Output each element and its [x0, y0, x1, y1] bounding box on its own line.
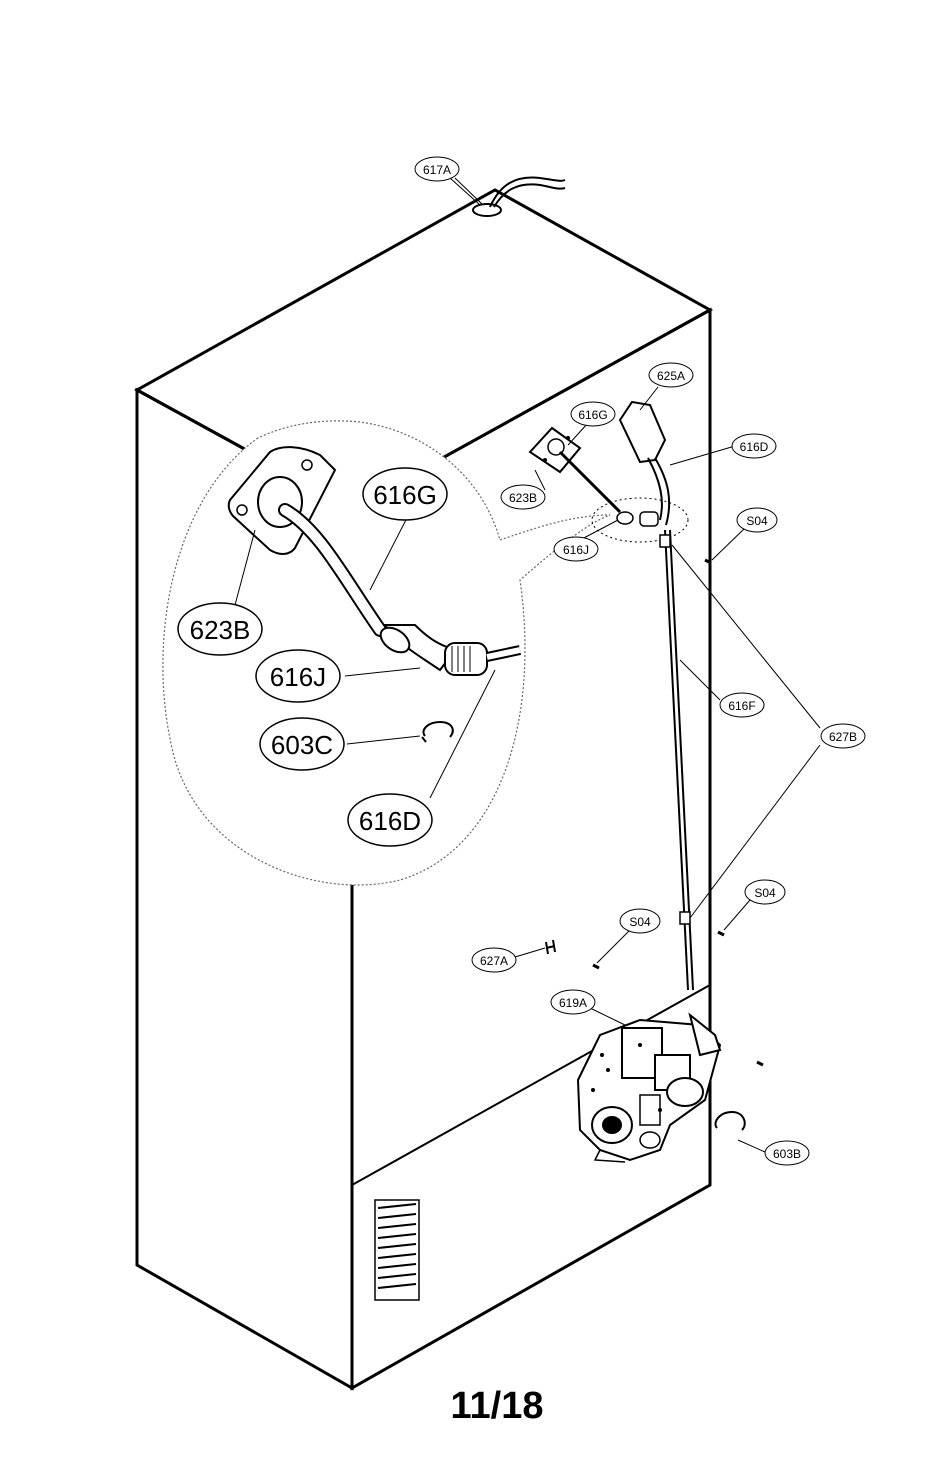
svg-text:603C: 603C: [271, 730, 333, 760]
callout-625A[interactable]: 625A: [648, 362, 694, 388]
svg-text:603B: 603B: [773, 1147, 801, 1161]
svg-text:616G: 616G: [578, 408, 607, 422]
svg-text:616J: 616J: [270, 662, 326, 692]
callout-617A[interactable]: 617A: [414, 156, 460, 182]
callout-616G[interactable]: 616G: [570, 401, 616, 427]
svg-text:623B: 623B: [509, 491, 537, 505]
callout-627B[interactable]: 627B: [820, 723, 866, 749]
callout-S04-right[interactable]: S04: [744, 879, 786, 905]
svg-text:S04: S04: [629, 915, 651, 929]
svg-text:616F: 616F: [728, 699, 755, 713]
callout-616F[interactable]: 616F: [719, 692, 765, 718]
water-valve: [576, 1012, 722, 1163]
svg-text:S04: S04: [746, 514, 768, 528]
compressor-vent: [374, 1199, 420, 1301]
callout-S04-mid[interactable]: S04: [619, 908, 661, 934]
svg-text:619A: 619A: [559, 996, 587, 1010]
callout-619A[interactable]: 619A: [550, 989, 596, 1015]
callout-627A[interactable]: 627A: [471, 947, 517, 973]
callout-623B-large[interactable]: 623B: [177, 602, 263, 656]
detail-zoom-bubble: [162, 420, 611, 886]
callout-S04-top[interactable]: S04: [736, 507, 778, 533]
svg-text:616D: 616D: [359, 806, 421, 836]
callout-616J[interactable]: 616J: [553, 536, 599, 562]
callout-616D-large[interactable]: 616D: [347, 793, 433, 847]
page-number: 11/18: [451, 1385, 544, 1427]
power-cord-grommet: [454, 176, 566, 217]
svg-text:616D: 616D: [740, 440, 769, 454]
svg-text:623B: 623B: [190, 615, 251, 645]
svg-text:616G: 616G: [373, 480, 437, 510]
svg-text:617A: 617A: [423, 163, 451, 177]
callout-616J-large[interactable]: 616J: [255, 649, 341, 703]
svg-text:627A: 627A: [480, 954, 508, 968]
callout-616G-large[interactable]: 616G: [362, 467, 448, 521]
callout-603B[interactable]: 603B: [764, 1140, 810, 1166]
callout-603C-large[interactable]: 603C: [259, 717, 345, 771]
svg-text:S04: S04: [754, 886, 776, 900]
svg-text:627B: 627B: [829, 730, 857, 744]
callout-623B[interactable]: 623B: [500, 484, 546, 510]
callout-616D[interactable]: 616D: [731, 433, 777, 459]
water-line-assembly: [449, 177, 821, 1163]
svg-text:616J: 616J: [563, 543, 589, 557]
svg-text:625A: 625A: [657, 369, 685, 383]
